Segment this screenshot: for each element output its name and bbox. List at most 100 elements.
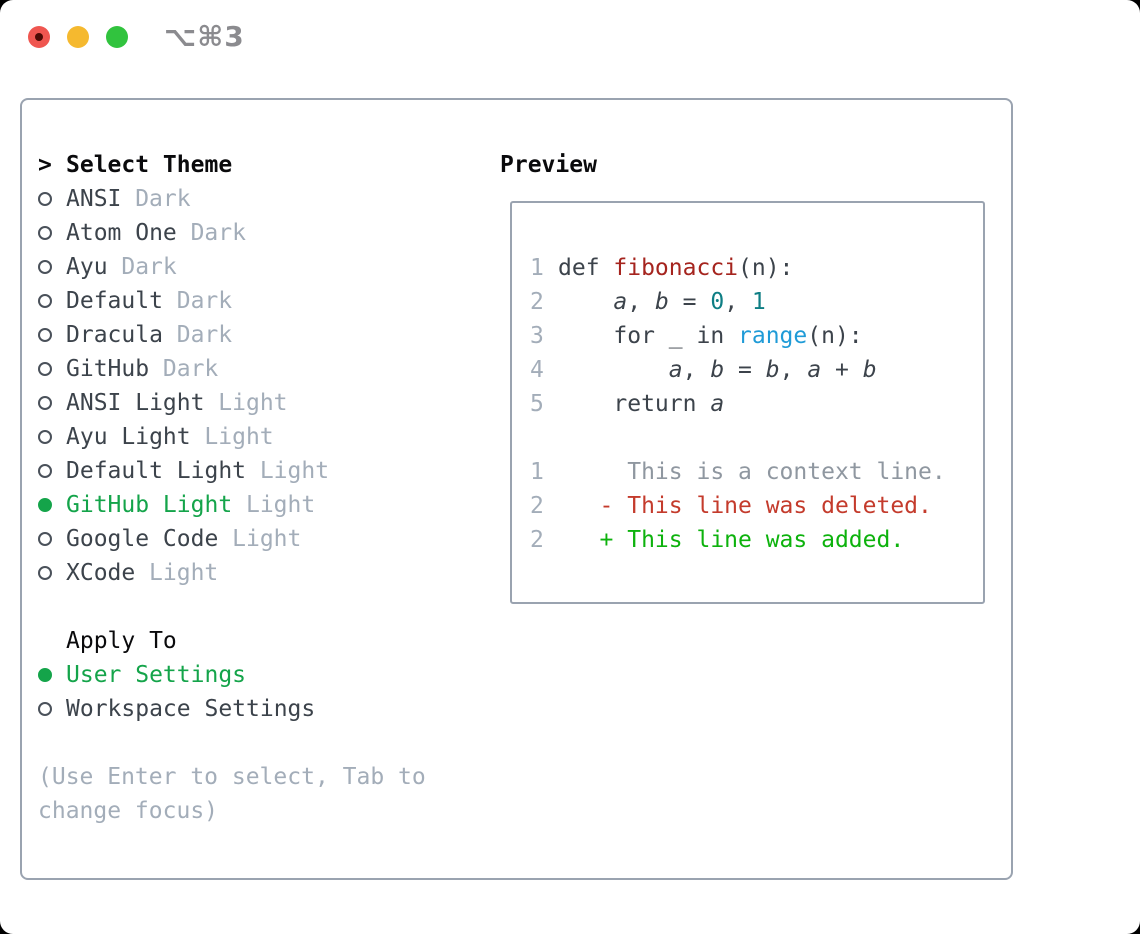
theme-option-dracula-dark[interactable]: Dracula Dark [22, 318, 492, 352]
code-segment: b [710, 357, 725, 383]
theme-picker-panel: > Select Theme ANSI Dark Atom One Dark A… [20, 98, 1013, 880]
zoom-button[interactable] [106, 26, 128, 48]
radio-icon [38, 566, 52, 580]
code-segment: b [765, 357, 780, 383]
spacer-row [530, 421, 983, 455]
code-segment: range [738, 323, 808, 349]
theme-variant: Light [259, 458, 330, 484]
radio-icon [38, 362, 52, 376]
theme-option-ayu-light[interactable]: Ayu Light Light [22, 420, 492, 454]
theme-name: GitHub [66, 356, 150, 382]
diff-preview-line: 2 - This line was deleted. [530, 489, 983, 523]
code-preview-line: 4 a, b = b, a + b [530, 353, 983, 387]
code-segment: = [724, 357, 766, 383]
theme-variant: Dark [176, 288, 233, 314]
theme-name: Default Light [66, 458, 247, 484]
code-preview-line: 2 a, b = 0, 1 [530, 285, 983, 319]
code-segment: def [558, 255, 614, 281]
theme-variant: Dark [162, 356, 219, 382]
line-number: 5 [530, 391, 544, 417]
code-segment: b [654, 289, 669, 315]
line-number: 2 [530, 493, 544, 519]
code-segment: a [668, 357, 683, 383]
line-number: 3 [530, 323, 544, 349]
code-segment: 1 [751, 289, 766, 315]
theme-option-github-dark[interactable]: GitHub Dark [22, 352, 492, 386]
code-segment: 0 [710, 289, 725, 315]
theme-option-default-dark[interactable]: Default Dark [22, 284, 492, 318]
apply-to-header: Apply To [66, 628, 177, 654]
theme-variant: Light [204, 424, 274, 450]
code-segment: fibonacci [613, 255, 739, 281]
theme-list-column: > Select Theme ANSI Dark Atom One Dark A… [22, 148, 492, 828]
theme-option-xcode-light[interactable]: XCode Light [22, 556, 492, 590]
theme-name: GitHub Light [66, 492, 233, 518]
minimize-button[interactable] [67, 26, 89, 48]
radio-icon [38, 396, 52, 410]
theme-option-ayu-dark[interactable]: Ayu Dark [22, 250, 492, 284]
theme-name: Google Code [66, 526, 219, 552]
theme-name: Ayu Light [66, 424, 191, 450]
cursor-icon: > [38, 152, 52, 178]
theme-variant: Dark [176, 322, 233, 348]
code-segment: , [724, 289, 752, 315]
code-preview-line: 3 for _ in range(n): [530, 319, 983, 353]
theme-option-ansi-light[interactable]: ANSI Light Light [22, 386, 492, 420]
theme-variant: Dark [190, 220, 246, 246]
line-number: 1 [530, 459, 544, 485]
theme-name: XCode [66, 560, 136, 586]
theme-name: Ayu [66, 254, 108, 280]
code-segment: (n): [738, 255, 794, 281]
theme-name: ANSI Light [66, 390, 205, 416]
radio-icon [38, 702, 52, 716]
theme-option-ansi-dark[interactable]: ANSI Dark [22, 182, 492, 216]
code-segment: a [807, 357, 822, 383]
apply-option-workspace-settings[interactable]: Workspace Settings [22, 692, 492, 726]
apply-option-label: User Settings [66, 662, 247, 688]
radio-icon [38, 226, 52, 240]
code-segment [558, 527, 600, 553]
diff-preview-line: 2 + This line was added. [530, 523, 983, 557]
code-segment: a [613, 289, 628, 315]
code-segment: , [627, 289, 655, 315]
code-segment: for _ in [558, 323, 739, 349]
theme-variant: Light [149, 560, 219, 586]
code-segment [558, 357, 669, 383]
apply-option-user-settings[interactable]: User Settings [22, 658, 492, 692]
code-segment: a [710, 391, 725, 417]
window-title: ⌥⌘3 [164, 20, 245, 53]
radio-icon [38, 430, 52, 444]
diff-preview-line: 1 This is a context line. [530, 455, 983, 489]
theme-option-google-code-light[interactable]: Google Code Light [22, 522, 492, 556]
theme-name: Default [66, 288, 163, 314]
theme-option-github-light[interactable]: GitHub Light Light [22, 488, 492, 522]
close-button[interactable] [28, 26, 50, 48]
spacer-row [22, 726, 492, 760]
radio-icon [38, 260, 52, 274]
preview-title: Preview [500, 152, 597, 178]
keyboard-hint-line: (Use Enter to select, Tab to [38, 764, 426, 790]
apply-option-label: Workspace Settings [66, 696, 316, 722]
spacer-row [22, 590, 492, 624]
theme-variant: Dark [135, 186, 191, 212]
code-segment: = [668, 289, 711, 315]
theme-name: Atom One [66, 220, 177, 246]
code-segment: This is a context line. [558, 459, 946, 485]
radio-icon [38, 328, 52, 342]
theme-option-default-light[interactable]: Default Light Light [22, 454, 492, 488]
code-segment: + This line was added. [599, 527, 905, 553]
line-number: 1 [530, 255, 544, 281]
line-number: 4 [530, 357, 544, 383]
theme-variant: Light [245, 492, 316, 518]
code-segment: b [862, 357, 877, 383]
code-preview-line: 1 def fibonacci(n): [530, 251, 983, 285]
diff-preview: 1 This is a context line.2 - This line w… [530, 455, 983, 557]
theme-variant: Light [218, 390, 288, 416]
code-preview-line: 5 return a [530, 387, 983, 421]
theme-name: Dracula [66, 322, 163, 348]
theme-option-atom-one-dark[interactable]: Atom One Dark [22, 216, 492, 250]
theme-variant: Dark [121, 254, 177, 280]
theme-variant: Light [232, 526, 302, 552]
